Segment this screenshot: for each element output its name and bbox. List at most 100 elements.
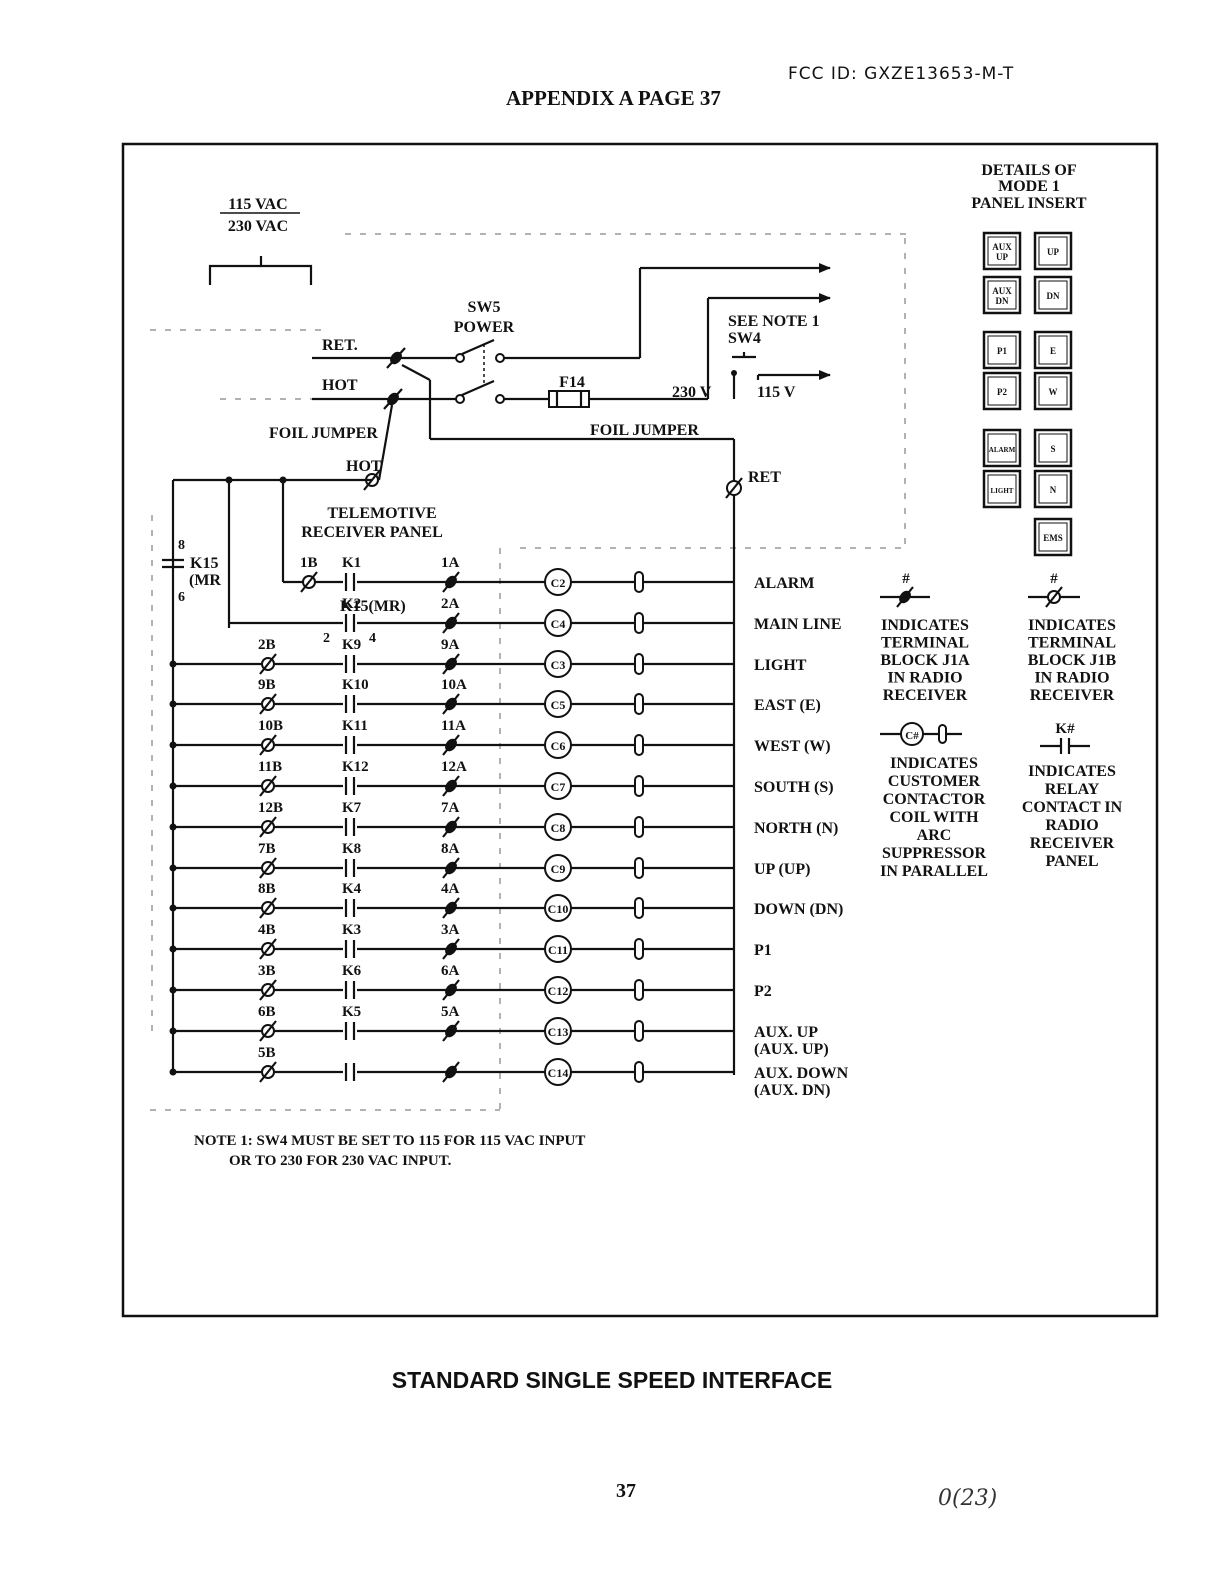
legend-j1b-text: TERMINAL xyxy=(1028,635,1116,652)
k15-label: K15 xyxy=(190,555,218,572)
legend-j1b-text: INDICATES xyxy=(1028,617,1116,634)
function-label: SOUTH (S) xyxy=(754,779,834,796)
sw5-label: SW5 xyxy=(468,299,501,316)
arc-suppressor xyxy=(634,816,644,838)
relay-label: K7 xyxy=(342,800,362,816)
note-line-1: NOTE 1: SW4 MUST BE SET TO 115 FOR 115 V… xyxy=(194,1133,585,1149)
terminal-a-label: 3A xyxy=(441,922,460,938)
insert-button-label: EMS xyxy=(1043,533,1063,543)
terminal-b-label: 6B xyxy=(258,1004,276,1020)
receiver-panel-label-1: TELEMOTIVE xyxy=(327,505,436,522)
insert-button-label: DN xyxy=(1047,291,1060,301)
coil-label: C6 xyxy=(551,739,566,753)
ret-label: RET. xyxy=(322,337,358,354)
legend-j1b-text: BLOCK J1B xyxy=(1028,652,1117,669)
legend-relay-text: RECEIVER xyxy=(1030,835,1115,852)
contactor-coil xyxy=(544,894,572,922)
legend-j1a-text: TERMINAL xyxy=(881,635,969,652)
function-label: P2 xyxy=(754,983,772,1000)
insert-button-label: W xyxy=(1049,387,1058,397)
legend-j1a-text: BLOCK J1A xyxy=(880,652,970,669)
insert-button-label: AUX xyxy=(992,286,1012,296)
function-label: AUX. DOWN xyxy=(754,1065,849,1082)
note-line-2: OR TO 230 FOR 230 VAC INPUT. xyxy=(229,1153,452,1169)
arc-suppressor xyxy=(634,897,644,919)
arc-suppressor xyxy=(634,734,644,756)
foil-jumper-wires xyxy=(377,364,736,1075)
coil-label: C2 xyxy=(551,576,566,590)
insert-button: P2 xyxy=(982,371,1022,411)
k15-mr-label: (MR xyxy=(189,572,221,589)
relay-label: K3 xyxy=(342,922,361,938)
legend-relay-text: RADIO xyxy=(1045,817,1098,834)
function-label: DOWN (DN) xyxy=(754,901,843,918)
function-label-2: (AUX. DN) xyxy=(754,1082,830,1099)
terminal-b-label: 10B xyxy=(258,718,283,734)
legend-coil-text: INDICATES xyxy=(890,755,978,772)
terminal-a-label: 5A xyxy=(441,1004,460,1020)
relay-label: K8 xyxy=(342,841,361,857)
terminal-a-label: 12A xyxy=(441,759,467,775)
legend-j1b-text: RECEIVER xyxy=(1030,687,1115,704)
legend-coil-text: ARC xyxy=(917,827,952,844)
legend-j1a-text: IN RADIO xyxy=(887,670,962,687)
insert-button-label-2: UP xyxy=(996,252,1008,262)
function-label: NORTH (N) xyxy=(754,820,838,837)
ret-bus-label: RET xyxy=(748,469,781,486)
appendix-title: APPENDIX A PAGE 37 xyxy=(506,86,721,110)
coil-label: C13 xyxy=(548,1025,569,1039)
page-frame xyxy=(121,142,1159,1318)
coil-label: C12 xyxy=(548,984,569,998)
foil-jumper-left-label: FOIL JUMPER xyxy=(269,425,378,442)
coil-label: C9 xyxy=(551,862,566,876)
insert-title-3: PANEL INSERT xyxy=(971,195,1087,212)
terminal-b-label: 4B xyxy=(258,922,276,938)
relay-label: K4 xyxy=(342,881,362,897)
terminal-a-label: 4A xyxy=(441,881,460,897)
insert-button: W xyxy=(1033,371,1073,411)
sw4-label: SW4 xyxy=(728,330,761,347)
arc-suppressor xyxy=(634,1061,644,1083)
terminal-a-label: 7A xyxy=(441,800,460,816)
sw5-power-label: POWER xyxy=(454,319,515,336)
contactor-coil xyxy=(544,731,572,759)
insert-button: N xyxy=(1033,469,1073,509)
insert-title-2: MODE 1 xyxy=(998,178,1060,195)
sel-230v-label: 230 V xyxy=(672,384,712,401)
relay-label: K5 xyxy=(342,1004,361,1020)
function-label-2: (AUX. UP) xyxy=(754,1041,829,1058)
legend-j1a-symbol: # xyxy=(902,571,910,587)
insert-button-label: P2 xyxy=(997,387,1007,397)
legend-coil-text: IN PARALLEL xyxy=(880,863,988,880)
fcc-id: FCC ID: GXZE13653-M-T xyxy=(788,64,1015,84)
insert-button: EMS xyxy=(1033,517,1073,557)
hot-bus-label: HOT xyxy=(346,458,382,475)
arc-suppressor xyxy=(634,653,644,675)
contactor-coil xyxy=(544,813,572,841)
relay-label: K1 xyxy=(342,555,361,571)
terminal-b-label: 1B xyxy=(300,555,318,571)
insert-button: ALARM xyxy=(982,428,1022,468)
hot-label: HOT xyxy=(322,377,358,394)
insert-button-label: S xyxy=(1050,444,1055,454)
legend-j1a-text: RECEIVER xyxy=(883,687,968,704)
receiver-panel-label-2: RECEIVER PANEL xyxy=(301,524,443,541)
power-terminals xyxy=(383,347,406,410)
function-label: LIGHT xyxy=(754,657,807,674)
coil-label: C14 xyxy=(548,1066,569,1080)
terminal-a-label: 1A xyxy=(441,555,460,571)
handwritten-annotation: 0(23) xyxy=(938,1486,998,1511)
function-label: P1 xyxy=(754,942,772,959)
relay-label: K2 xyxy=(342,596,361,612)
insert-button-label: E xyxy=(1050,346,1056,356)
coil-label: C5 xyxy=(551,698,566,712)
insert-title-1: DETAILS OF xyxy=(981,162,1077,179)
insert-button-label: ALARM xyxy=(989,446,1016,454)
